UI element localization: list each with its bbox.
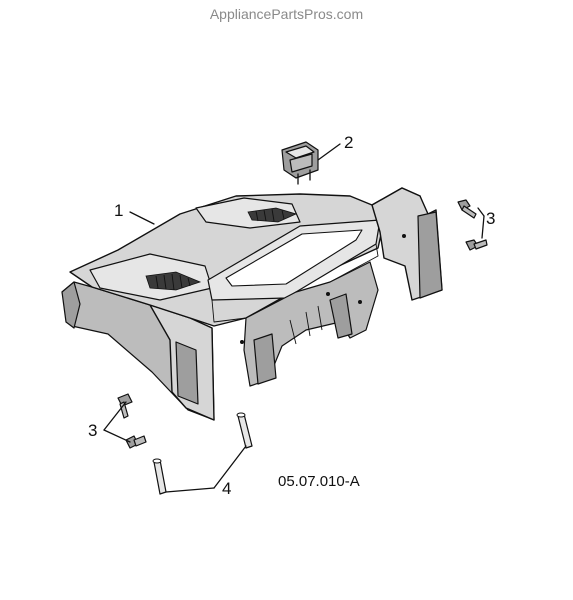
- callout-part-3-right: 3: [486, 209, 495, 228]
- callout-part-4: 4: [222, 479, 231, 498]
- pin-left: [152, 458, 167, 495]
- callout-part-2: 2: [344, 133, 353, 152]
- figure-code: 05.07.010-A: [278, 473, 360, 490]
- dash-panel-part-1: [61, 187, 443, 421]
- pin-right: [236, 412, 253, 449]
- bolt-left-upper: [117, 393, 133, 419]
- callout-part-1: 1: [114, 201, 123, 220]
- leader-lines: [103, 143, 485, 493]
- callout-part-3-left: 3: [88, 421, 97, 440]
- switch-part-2: [281, 141, 319, 185]
- bolt-right-upper: [457, 199, 477, 219]
- watermark-text: AppliancePartsPros.com: [209, 6, 364, 22]
- bolt-right-lower: [465, 239, 488, 251]
- bolt-left-lower: [125, 435, 147, 449]
